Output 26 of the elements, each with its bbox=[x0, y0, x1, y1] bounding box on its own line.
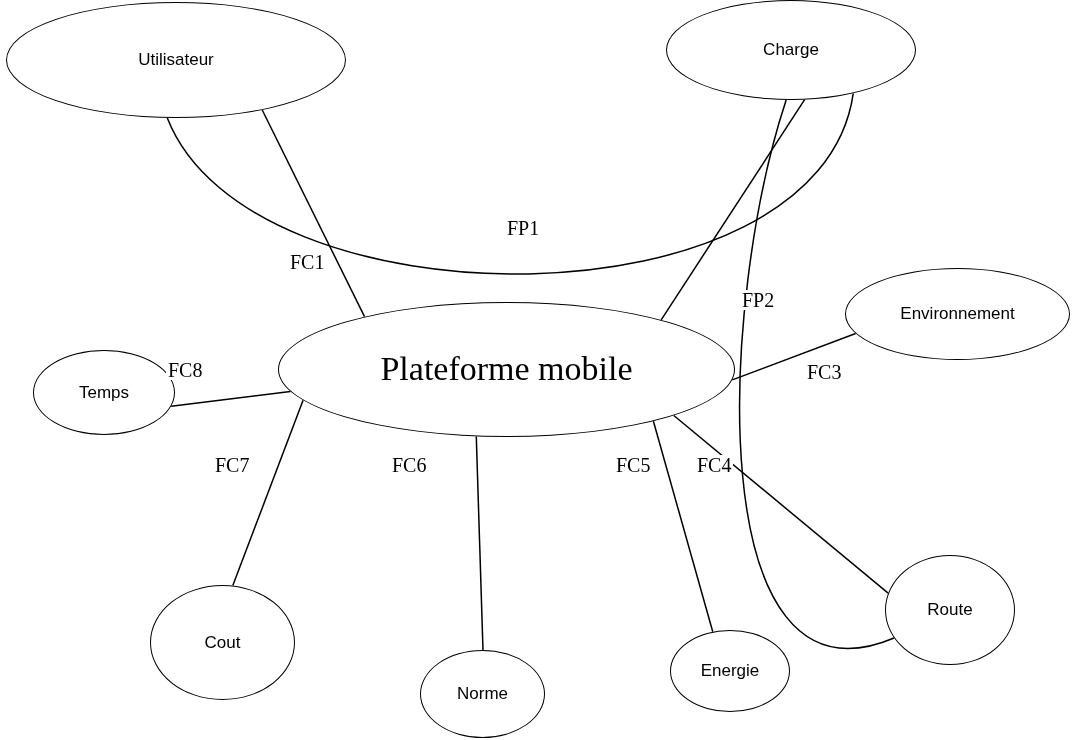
node-label: Utilisateur bbox=[138, 49, 214, 72]
edge-label: FC6 bbox=[390, 455, 429, 475]
node-label: Environnement bbox=[900, 303, 1015, 326]
connector-line bbox=[170, 390, 292, 407]
edge-label: FP2 bbox=[740, 290, 777, 310]
edge-label: FC4 bbox=[695, 455, 734, 475]
node-label: Temps bbox=[78, 381, 130, 404]
edge-label: FC1 bbox=[288, 252, 327, 272]
node-label: Cout bbox=[204, 631, 241, 654]
edge-label: FC3 bbox=[805, 362, 844, 382]
connector-line bbox=[475, 435, 484, 651]
node-label: Norme bbox=[457, 683, 508, 706]
edge-label: FP1 bbox=[505, 218, 542, 238]
connector-line bbox=[738, 99, 895, 650]
edge-label: FC8 bbox=[166, 360, 205, 380]
node-label: Plateforme mobile bbox=[380, 349, 633, 390]
edge-label: FC7 bbox=[213, 455, 252, 475]
edge-label: FC5 bbox=[614, 455, 653, 475]
connector-line bbox=[660, 98, 806, 321]
node-label: Energie bbox=[700, 660, 760, 683]
connector-line bbox=[673, 414, 889, 594]
connector-line bbox=[166, 92, 854, 275]
connector-line bbox=[261, 109, 366, 318]
node-label: Charge bbox=[763, 39, 819, 62]
connector-line bbox=[232, 399, 304, 587]
node-label: Route bbox=[927, 599, 973, 622]
